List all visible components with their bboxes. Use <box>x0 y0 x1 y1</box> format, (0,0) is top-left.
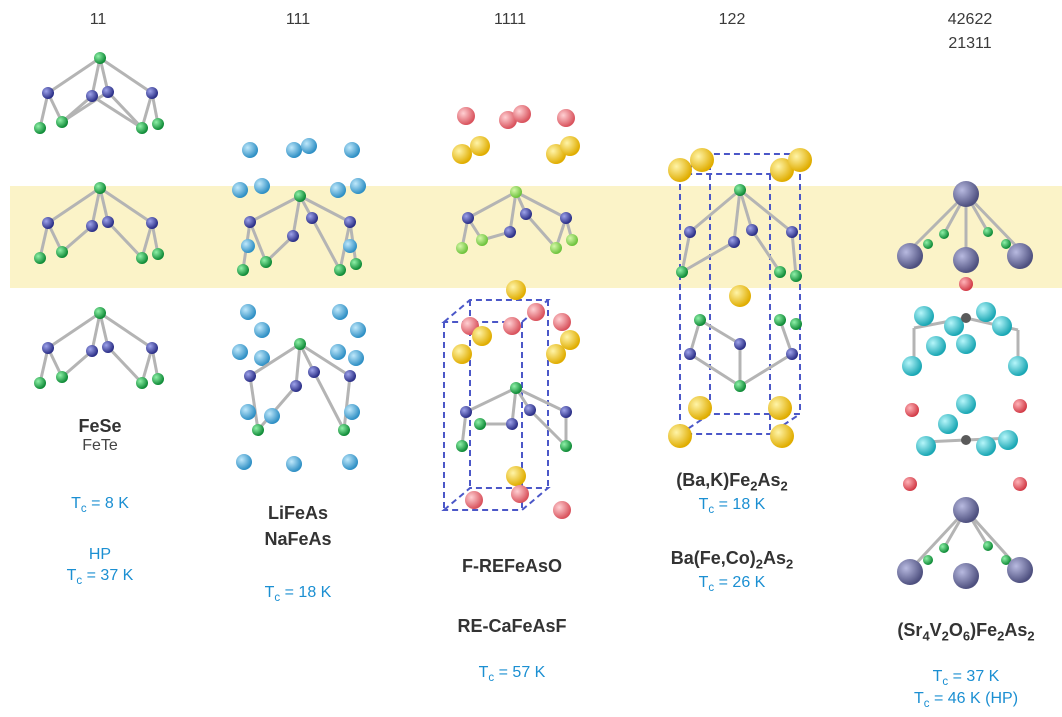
fese-layer-3 <box>34 307 164 389</box>
tc-fese-hp: Tc = 37 K <box>66 567 134 588</box>
formula-re-cafeasf: RE-CaFeAsF <box>457 616 567 636</box>
tc-ba-feco2as2: Tc = 26 K <box>698 574 766 595</box>
tc-sr4v2o6-fe2as2: Tc = 37 K <box>932 668 1000 689</box>
lifeas-structure <box>232 138 366 472</box>
formula-bak-fe2as2: (Ba,K)Fe2As2 <box>676 470 788 494</box>
formula-nafeas: NaFeAs <box>264 529 332 549</box>
header-42622: 42622 <box>947 11 993 28</box>
formula-sr4v2o6-fe2as2: (Sr4V2O6)Fe2As2 <box>897 620 1035 644</box>
formula-lifeas: LiFeAs <box>267 503 328 523</box>
tc-fese: Tc = 8 K <box>71 495 129 516</box>
tc-lifeas: Tc = 18 K <box>264 584 332 605</box>
header-111: 111 <box>285 11 311 28</box>
col11-labels: FeSe FeTe <box>0 416 200 455</box>
tc-refeaso: Tc = 57 K <box>478 664 546 685</box>
bafe2as2-unit-cell <box>676 153 804 435</box>
formula-f-refeaso: F-REFeAsO <box>461 556 562 576</box>
refeaso-structure <box>441 105 580 519</box>
header-1111: 1111 <box>493 11 527 28</box>
hp-label: HP <box>88 546 112 563</box>
fese-layer-1 <box>34 52 164 134</box>
tc-sr4v2o6-fe2as2-hp: Tc = 46 K (HP) <box>913 690 1019 711</box>
fese-layer-2 <box>34 182 164 264</box>
formula-fete: FeTe <box>82 437 118 454</box>
formula-fese: FeSe <box>78 416 122 436</box>
header-122: 122 <box>718 11 746 28</box>
sr4v2o6fe2as2-structure <box>897 181 1033 589</box>
col111-labels: LiFeAs NaFeAs <box>198 500 398 552</box>
tc-bak-fe2as2: Tc = 18 K <box>698 496 766 517</box>
bafe2as2-structure <box>668 148 812 448</box>
header-11: 11 <box>89 11 107 28</box>
header-21311: 21311 <box>948 35 992 52</box>
formula-ba-feco2as2: Ba(Fe,Co)2As2 <box>670 548 794 572</box>
